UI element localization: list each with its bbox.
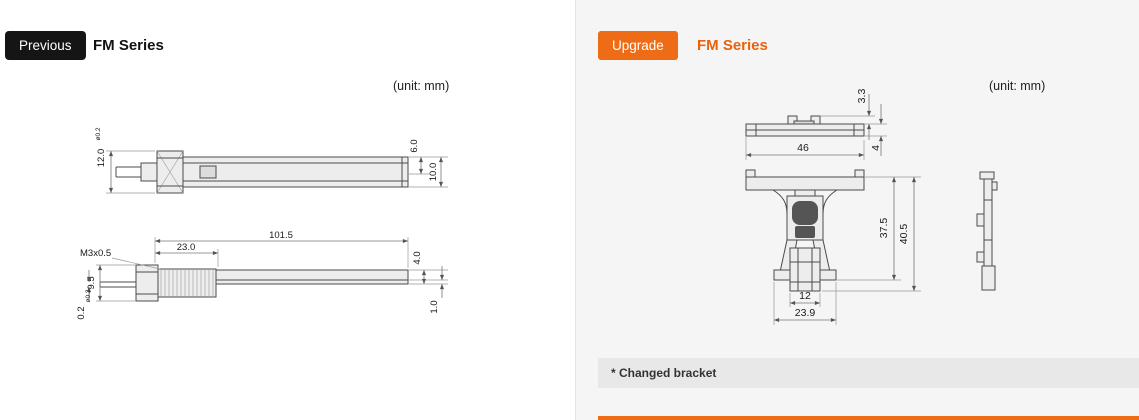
upgrade-drawing: 3.3 4 46 [745, 89, 998, 325]
dim-label-1-0: 1.0 [429, 300, 440, 313]
dim-label-40-5: 40.5 [898, 224, 910, 245]
upgrade-side-view [976, 171, 998, 291]
dim-label-6-0: 6.0 [409, 139, 420, 152]
dim-label-3-3: 3.3 [856, 89, 868, 104]
dim-label-37-5: 37.5 [878, 218, 890, 239]
dim-label-12: 12 [799, 290, 811, 302]
thread-spec-label: M3x0.5 [80, 248, 111, 259]
dim-label-4-0: 4.0 [412, 251, 423, 264]
dim-label-23-9: 23.9 [795, 307, 816, 319]
upgrade-front-view-dimensions: 37.5 40.5 12 23.9 [773, 176, 921, 325]
previous-side-view [99, 264, 409, 302]
previous-side-view-dimensions: 101.5 23.0 M3x0.5 9.5 0.2 ø0.2 [76, 230, 448, 320]
previous-title: FM Series [93, 37, 164, 54]
upgrade-badge: Upgrade [598, 31, 678, 60]
dim-label-tol-bottom: ø0.2 [85, 289, 92, 302]
dim-label-10-0: 10.0 [428, 163, 439, 182]
accent-bottom-bar [598, 416, 1139, 420]
dim-label-12-0: 12.0 [96, 149, 107, 168]
upgrade-top-view-dimensions: 3.3 4 46 [745, 89, 887, 160]
previous-top-view-dimensions: 12.0 ø0.2 6.0 10.0 [95, 127, 448, 194]
unit-label-right: (unit: mm) [989, 79, 1046, 93]
note-text: * Changed bracket [611, 366, 717, 380]
dim-label-9-5: 9.5 [86, 276, 97, 289]
dim-label-tol-top: ø0.2 [95, 127, 102, 140]
previous-panel: 12.0 ø0.2 6.0 10.0 [5, 31, 450, 320]
upgrade-top-view [745, 115, 865, 137]
dim-label-23-0: 23.0 [177, 242, 196, 253]
dim-label-101-5: 101.5 [269, 230, 293, 241]
previous-badge: Previous [5, 31, 86, 60]
previous-top-view [115, 150, 409, 194]
upgrade-front-view [745, 169, 865, 292]
dim-label-46: 46 [797, 142, 809, 154]
previous-drawing: 12.0 ø0.2 6.0 10.0 [76, 127, 448, 320]
dim-label-0-2: 0.2 [76, 306, 87, 319]
upgrade-title: FM Series [697, 37, 768, 54]
upgrade-panel: 3.3 4 46 [575, 0, 1139, 420]
note-strip: * Changed bracket [598, 358, 1139, 388]
unit-label-left: (unit: mm) [393, 79, 450, 93]
dim-label-4: 4 [870, 145, 882, 151]
